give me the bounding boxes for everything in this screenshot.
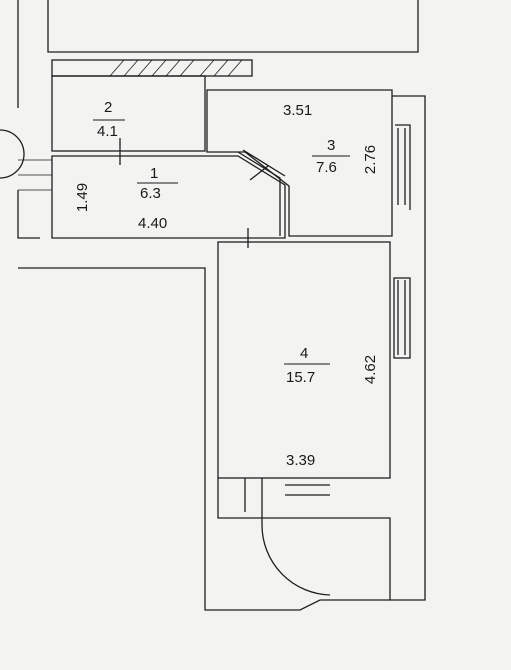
room-4-outline	[217, 241, 391, 479]
right-exterior-inner	[395, 124, 411, 210]
room-2-outline	[51, 75, 206, 152]
diagonal-wall-inner	[242, 149, 286, 177]
room-1-area: 6.3	[140, 185, 161, 202]
right-exterior-wall	[390, 95, 426, 601]
room-4-number: 4	[300, 345, 309, 362]
left-outer-wall-lower	[17, 190, 40, 239]
room-1-dimension: 4.40	[138, 215, 168, 232]
left-small-room-lines	[18, 159, 52, 191]
balcony-inner	[244, 478, 263, 525]
balcony-inner-2	[285, 484, 330, 496]
room-3-dimension: 3.51	[283, 102, 313, 119]
diagonal-wall	[237, 151, 281, 236]
right-window-frame-2	[393, 277, 411, 359]
balcony-arc	[261, 524, 331, 596]
room-4-area: 15.7	[286, 369, 316, 386]
top-band	[51, 59, 253, 77]
right-window-1	[397, 128, 406, 205]
corridor-left-wall	[18, 267, 218, 611]
room-2-area: 4.1	[97, 123, 118, 140]
room-3-area: 7.6	[316, 159, 337, 176]
entry-door-arc	[0, 129, 25, 179]
room-4-side-dimension: 4.62	[362, 354, 380, 385]
room-2-number: 2	[104, 99, 113, 116]
room-3-side-dimension: 2.76	[362, 144, 380, 175]
door-mark-2	[249, 165, 269, 181]
room-3-number: 3	[327, 137, 336, 154]
right-window-2	[397, 280, 406, 355]
room-4-dimension: 3.39	[286, 452, 316, 469]
room-1-outline	[51, 155, 286, 239]
room-3-outline	[206, 89, 393, 237]
top-band-hatch	[109, 59, 243, 77]
balcony-outline	[217, 478, 391, 611]
room-1-side-dimension: 1.49	[74, 182, 92, 213]
top-wall	[47, 0, 419, 53]
room-1-number: 1	[150, 165, 159, 182]
